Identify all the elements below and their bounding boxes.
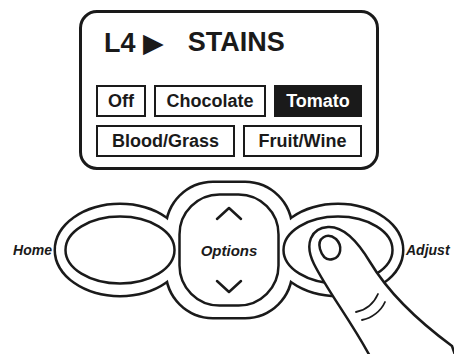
option-label: Chocolate	[166, 91, 253, 112]
menu-heading: STAINS	[188, 27, 285, 58]
lcd-display: L4 ▶ STAINS Off Chocolate TomatoBlood/Grass F…	[79, 10, 379, 170]
option-box: Off	[96, 85, 146, 117]
option-label: Off	[108, 91, 134, 112]
option-label: Blood/Grass	[112, 131, 219, 152]
button-label: Home	[13, 242, 52, 258]
button-label: Adjust	[406, 242, 450, 258]
option-box: Fruit/Wine	[243, 125, 362, 157]
down-chevron	[217, 281, 241, 292]
option-label: Fruit/Wine	[259, 131, 347, 152]
options-button: Options	[178, 193, 280, 307]
button-outline	[282, 215, 394, 285]
home-button: Home	[64, 215, 176, 285]
button-oval	[66, 217, 175, 284]
adjust-button: Adjust	[282, 215, 394, 285]
button-outline	[64, 215, 176, 285]
button-pill	[180, 195, 279, 306]
level-indicator: L4 ▶	[104, 27, 164, 59]
option-box-selected: Tomato	[274, 85, 362, 117]
pressing-finger	[309, 227, 454, 354]
button-oval	[284, 217, 393, 284]
button-label: Options	[201, 242, 258, 259]
up-chevron	[217, 208, 241, 219]
option-box: Chocolate	[154, 85, 266, 117]
option-label: Tomato	[286, 91, 350, 112]
option-box: Blood/Grass	[96, 125, 235, 157]
